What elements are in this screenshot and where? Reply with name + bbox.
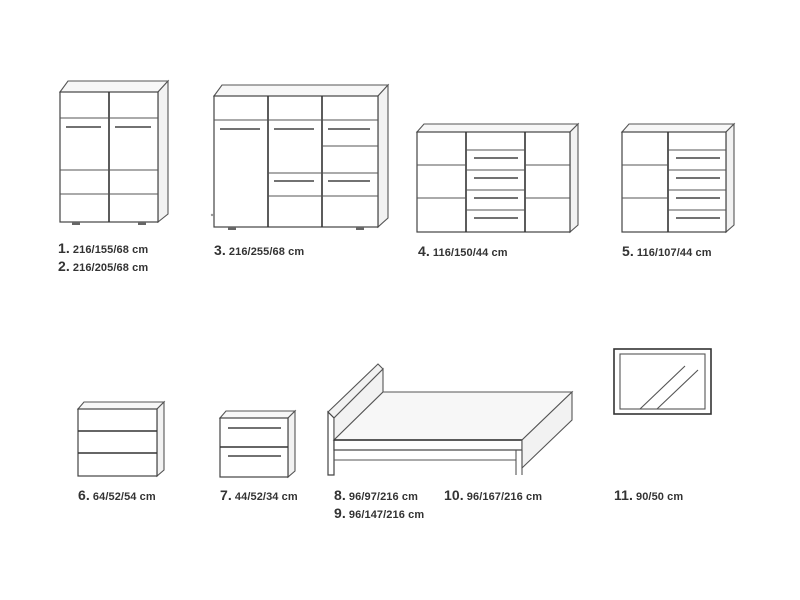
label-item-8: 8.96/97/216 cm [334, 487, 418, 503]
label-item-4: 4.116/150/44 cm [418, 243, 508, 259]
label-number: 11. [614, 487, 633, 503]
label-dims: 96/167/216 cm [466, 491, 543, 503]
label-number: 6. [78, 487, 90, 503]
label-item-9: 9.96/147/216 cm [334, 505, 424, 521]
label-number: 4. [418, 243, 430, 259]
label-number: 9. [334, 505, 346, 521]
label-number: 3. [214, 242, 226, 258]
sideboard-wide-drawing [415, 122, 580, 234]
label-item-11: 11.90/50 cm [614, 487, 683, 503]
chest-of-drawers-drawing [76, 400, 166, 478]
label-item-10: 10.96/167/216 cm [444, 487, 542, 503]
label-dims: 96/97/216 cm [348, 491, 418, 503]
label-item-2: 2.216/205/68 cm [58, 258, 148, 274]
label-dims: 64/52/54 cm [92, 491, 156, 503]
label-dims: 116/107/44 cm [636, 247, 712, 259]
label-item-5: 5.116/107/44 cm [622, 243, 712, 259]
label-dims: 216/205/68 cm [72, 262, 149, 274]
label-dims: 116/150/44 cm [432, 247, 508, 259]
label-item-7: 7.44/52/34 cm [220, 487, 298, 503]
label-dims: 216/155/68 cm [72, 244, 149, 256]
label-item-3: 3.216/255/68 cm [214, 242, 304, 258]
wardrobe-two-door-drawing [58, 79, 170, 225]
label-number: 7. [220, 487, 232, 503]
bed-drawing [327, 363, 574, 476]
label-item-1: 1.216/155/68 cm [58, 240, 148, 256]
speck [210, 213, 214, 217]
label-dims: 96/147/216 cm [348, 509, 425, 521]
label-dims: 44/52/34 cm [234, 491, 298, 503]
label-item-6: 6.64/52/54 cm [78, 487, 156, 503]
label-number: 10. [444, 487, 464, 503]
label-number: 1. [58, 240, 70, 256]
label-number: 2. [58, 258, 70, 274]
sideboard-narrow-drawing [620, 122, 736, 234]
mirror-drawing [613, 348, 712, 415]
wardrobe-three-door-drawing [212, 83, 390, 230]
label-number: 8. [334, 487, 346, 503]
label-number: 5. [622, 243, 634, 259]
nightstand-drawing [218, 409, 297, 479]
label-dims: 216/255/68 cm [228, 246, 305, 258]
label-dims: 90/50 cm [636, 491, 684, 503]
